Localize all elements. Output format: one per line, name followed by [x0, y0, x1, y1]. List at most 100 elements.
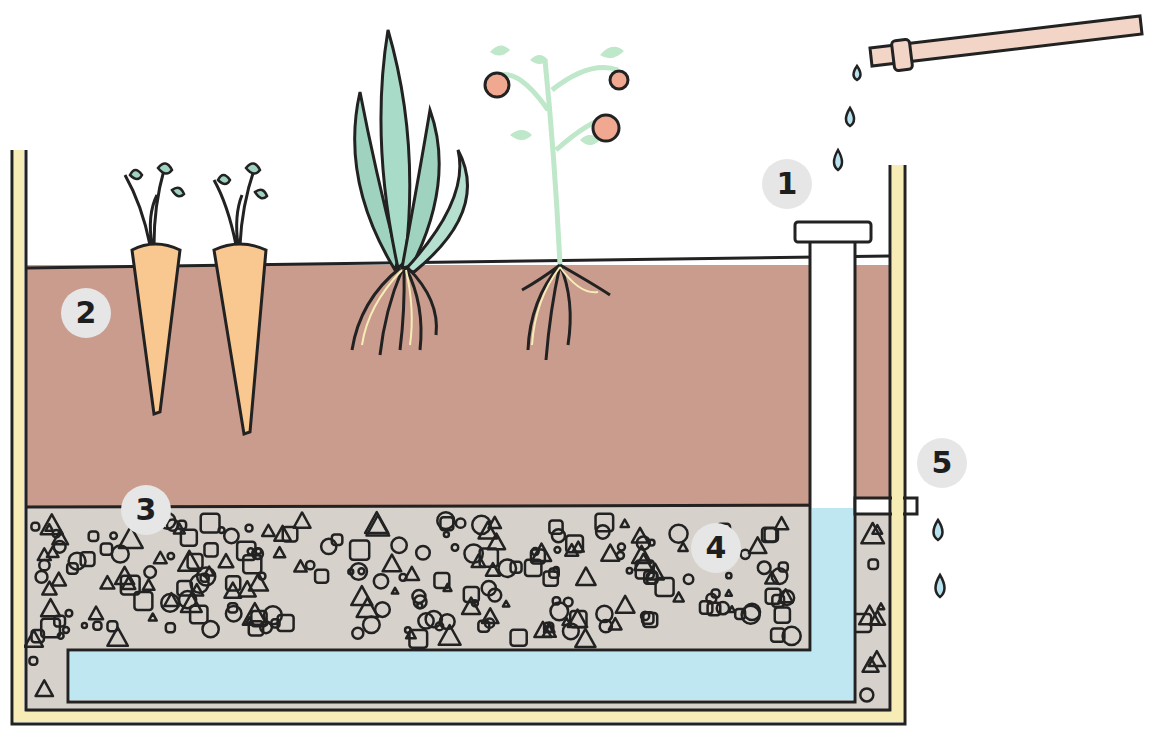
- gravel-stone: [383, 555, 402, 572]
- gravel-stone: [488, 534, 505, 550]
- reservoir-pipe: [68, 238, 855, 702]
- gravel-stone: [762, 528, 776, 542]
- gravel-stone: [534, 622, 551, 637]
- inlet-cap: [795, 222, 871, 242]
- gravel-stone: [439, 625, 461, 645]
- gravel-stone: [154, 552, 167, 564]
- gravel-stone: [618, 544, 625, 551]
- gravel-stone: [726, 590, 732, 596]
- carrot: [125, 163, 184, 414]
- gravel-layer: [26, 507, 890, 717]
- gravel-stone: [294, 512, 311, 527]
- gravel-stone: [306, 561, 314, 569]
- gravel-stone: [392, 588, 398, 594]
- gravel-stone: [58, 633, 64, 639]
- gravel-stone: [437, 512, 454, 529]
- gravel-stone: [489, 517, 501, 528]
- plant-roots: [352, 268, 436, 355]
- gravel-stone: [472, 516, 490, 534]
- container-floor: [14, 712, 903, 722]
- gravel-stone: [274, 547, 285, 557]
- gravel-stone: [861, 523, 884, 543]
- gravel-stone: [348, 569, 353, 574]
- gravel-stone: [358, 568, 364, 574]
- hose-nozzle: [891, 39, 913, 71]
- gravel-stone: [749, 537, 766, 553]
- gravel-stone: [456, 518, 465, 527]
- gravel-stone: [649, 540, 655, 546]
- gravel-stone: [52, 530, 68, 544]
- container-wall: [892, 165, 903, 722]
- callout-number: 3: [136, 495, 157, 525]
- gravel-stone: [416, 546, 430, 560]
- gravel-stone: [283, 527, 298, 542]
- callout-circle: 1: [762, 159, 812, 209]
- gravel-stone: [168, 553, 174, 559]
- tomato: [593, 115, 619, 141]
- callout-number: 5: [932, 448, 953, 478]
- gravel-stone: [771, 629, 784, 642]
- gravel-stone: [54, 541, 66, 553]
- gravel-stone: [237, 542, 255, 560]
- callout-circle: 3: [121, 485, 171, 535]
- gravel-stone: [179, 591, 196, 608]
- gravel-stone: [684, 575, 693, 584]
- gravel-stone: [566, 535, 583, 552]
- callout-number: 4: [706, 533, 727, 563]
- gravel-stone: [149, 613, 157, 620]
- gravel-stone: [405, 567, 420, 580]
- callout-circle: 4: [691, 523, 741, 573]
- gravel-stone: [365, 512, 388, 533]
- gravel-stone: [31, 523, 39, 531]
- gravel-stone: [555, 547, 561, 553]
- gravel-stone: [224, 529, 238, 543]
- gravel-stone: [669, 525, 687, 543]
- gravel-stone: [174, 524, 185, 534]
- gravel-stone: [219, 554, 234, 567]
- tomato: [610, 71, 628, 89]
- gravel-stone: [134, 592, 152, 610]
- gravel-stone: [436, 623, 444, 631]
- gravel-stone: [38, 548, 51, 560]
- gravel-stone: [596, 606, 612, 622]
- gravel-stone: [351, 586, 372, 605]
- gravel-stone: [775, 517, 788, 529]
- carrot-top: [125, 170, 164, 245]
- gravel-stone: [100, 576, 114, 589]
- gravel-stone: [444, 532, 449, 537]
- callout-number: 1: [777, 169, 798, 199]
- gravel-stone: [202, 621, 218, 637]
- gravel-stone: [550, 603, 568, 621]
- gravel-stone: [144, 566, 156, 578]
- gravel-stone: [246, 525, 253, 532]
- gravel-stone: [486, 563, 500, 576]
- tomato: [485, 73, 509, 97]
- gravel-stone: [66, 610, 73, 617]
- gravel-stone: [248, 548, 254, 554]
- gravel-stone: [860, 688, 873, 701]
- gravel-stone: [321, 539, 336, 554]
- gravel-stone: [511, 630, 527, 646]
- gravel-stone: [414, 596, 427, 609]
- gravel-stone: [601, 545, 619, 561]
- gravel-stone: [409, 630, 427, 648]
- gravel-stone: [482, 608, 498, 623]
- gravel-stone: [741, 550, 750, 559]
- gravel-stone: [863, 657, 879, 671]
- gravel-stone: [294, 560, 306, 571]
- gravel-stone: [621, 519, 629, 527]
- gravel-stone: [204, 567, 214, 576]
- gravel-stone: [616, 596, 635, 613]
- gravel-stone: [554, 567, 559, 572]
- gravel-stone: [112, 546, 129, 563]
- gravel-stone: [161, 594, 179, 612]
- gravel-stone: [636, 561, 654, 579]
- gravel-stone: [29, 657, 37, 665]
- gravel-stone: [110, 532, 117, 539]
- gravel-stone: [315, 570, 328, 583]
- gravel-stone: [166, 623, 175, 632]
- gravel-stone: [700, 601, 712, 613]
- gravel-stone: [259, 573, 266, 580]
- plant-leaf: [490, 45, 624, 145]
